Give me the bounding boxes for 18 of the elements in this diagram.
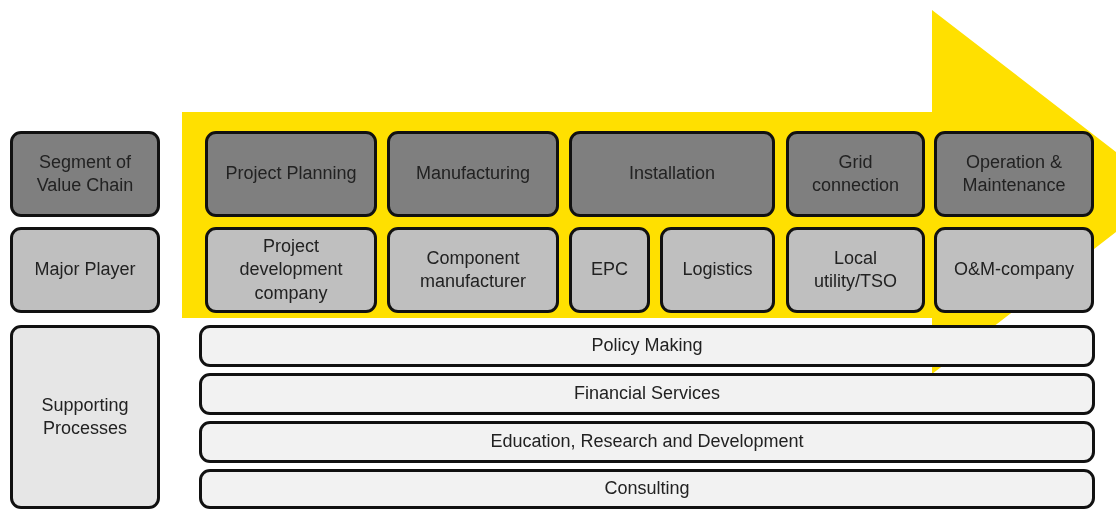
process-bar: Financial Services (199, 373, 1095, 415)
player-box: EPC (569, 227, 650, 313)
player-box: Project development company (205, 227, 377, 313)
segment-header: Segment of Value Chain (10, 131, 160, 217)
process-bar: Policy Making (199, 325, 1095, 367)
player-box: Logistics (660, 227, 775, 313)
process-bar: Education, Research and Development (199, 421, 1095, 463)
player-box: O&M-company (934, 227, 1094, 313)
stage-box: Installation (569, 131, 775, 217)
stage-box: Project Planning (205, 131, 377, 217)
player-box: Component manufacturer (387, 227, 559, 313)
stage-box: Grid connection (786, 131, 925, 217)
stage-box: Manufacturing (387, 131, 559, 217)
player-box: Local utility/TSO (786, 227, 925, 313)
supporting-header: Supporting Processes (10, 325, 160, 509)
process-bar: Consulting (199, 469, 1095, 509)
stage-box: Operation & Maintenance (934, 131, 1094, 217)
player-header: Major Player (10, 227, 160, 313)
